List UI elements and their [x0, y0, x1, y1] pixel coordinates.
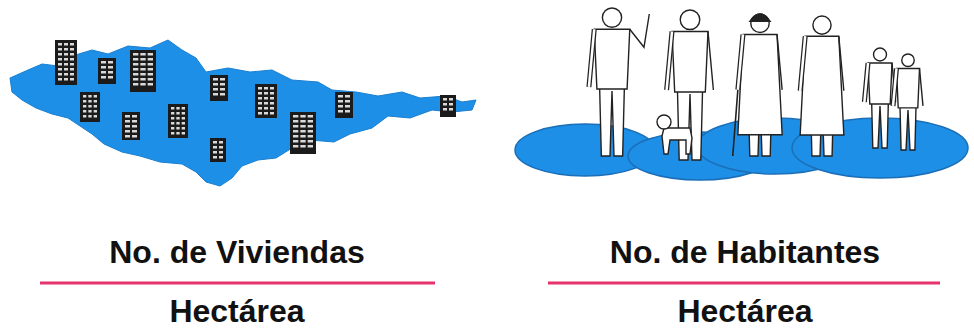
person-figure: [733, 14, 782, 156]
fraction-denominator: Hectárea: [525, 293, 965, 329]
building-icon: [290, 112, 316, 154]
fraction-bar: [548, 282, 940, 285]
building-icon: [55, 40, 77, 85]
fraction-denominator: Hectárea: [17, 293, 457, 329]
person-figure: [800, 16, 844, 156]
building-icon: [440, 95, 456, 117]
person-figure: [893, 54, 923, 150]
person-figure: [864, 48, 895, 148]
fraction-bar: [40, 282, 435, 285]
building-icon: [80, 92, 100, 122]
building-icon: [122, 112, 140, 140]
fraction-numerator: No. de Habitantes: [525, 234, 965, 270]
building-icon: [210, 138, 226, 162]
building-icon: [98, 58, 116, 84]
person-figure: [589, 8, 649, 156]
building-icon: [210, 75, 228, 101]
building-icon: [255, 84, 277, 118]
buildings: [55, 40, 456, 162]
building-icon: [335, 92, 353, 118]
fraction-numerator: No. de Viviendas: [17, 234, 457, 270]
territory-map: [10, 40, 476, 186]
dog-figure: [657, 115, 692, 154]
building-icon: [130, 50, 156, 92]
people: [589, 8, 923, 160]
building-icon: [168, 104, 188, 138]
